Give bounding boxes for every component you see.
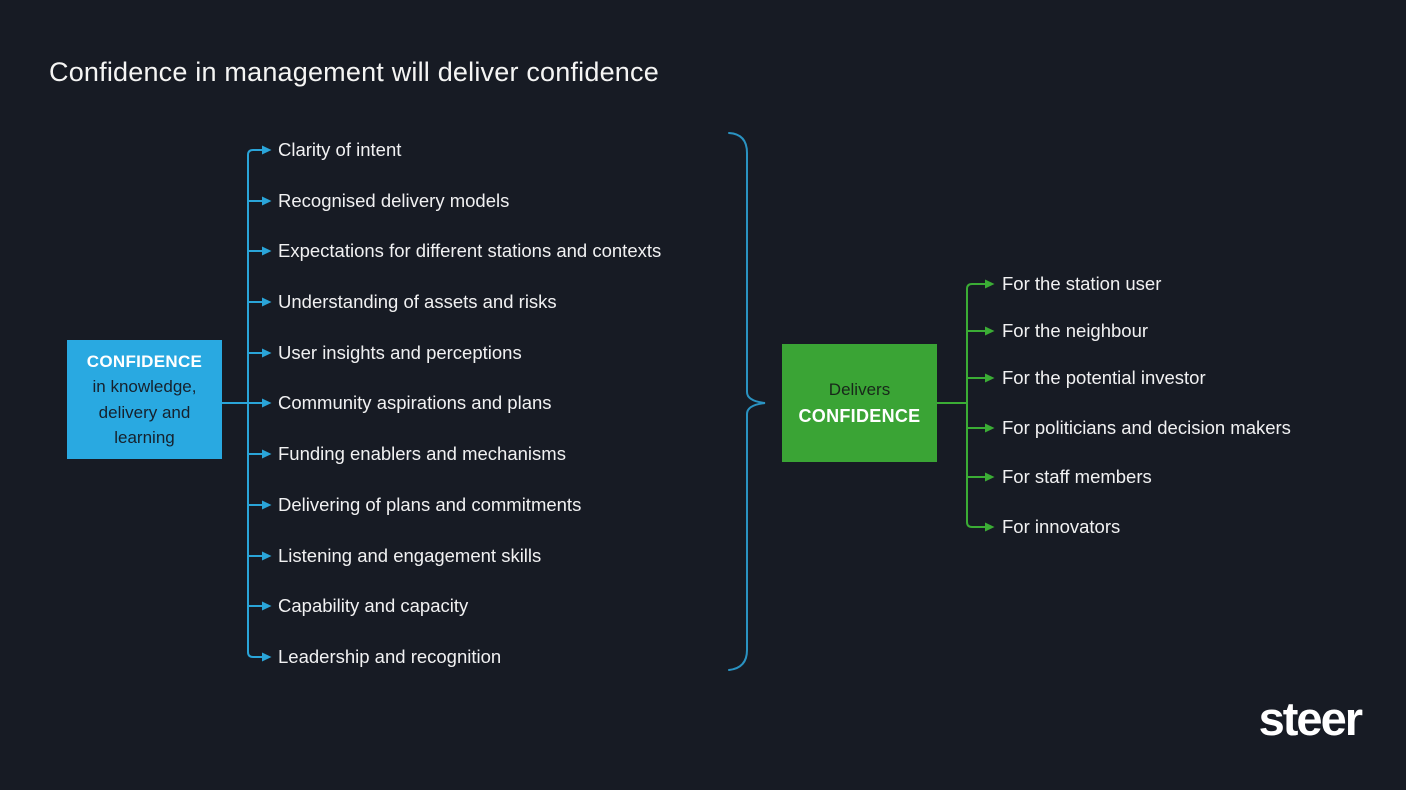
left-list-item: User insights and perceptions [278,341,522,363]
arrowhead-icon [985,472,995,482]
brace-icon [728,132,766,671]
left-list-item: Community aspirations and plans [278,391,552,413]
right-connector-tree [937,279,995,532]
arrowhead-icon [262,297,272,307]
left-list-item: Clarity of intent [278,138,402,160]
right-list-item: For staff members [1002,465,1152,487]
arrowhead-icon [262,246,272,256]
right-list-item: For the neighbour [1002,319,1149,341]
right-list-item: For the station user [1002,272,1162,294]
arrowhead-icon [262,398,272,408]
arrowhead-icon [262,348,272,358]
right-list-item: For the potential investor [1002,366,1206,388]
delivers-label: Delivers [828,380,891,399]
arrowhead-icon [262,601,272,611]
right-list-item: For politicians and decision makers [1002,416,1291,438]
delivers-confidence-box: Delivers CONFIDENCE [782,344,937,462]
arrowhead-icon [985,373,995,383]
arrowhead-icon [262,500,272,510]
slide-title: Confidence in management will deliver co… [49,57,659,87]
arrowhead-icon [262,196,272,206]
left-list-item: Funding enablers and mechanisms [278,442,566,464]
arrowhead-icon [262,551,272,561]
arrowhead-icon [262,145,272,155]
left-list-item: Recognised delivery models [278,189,510,211]
left-list-item: Capability and capacity [278,594,469,616]
steer-logo: steer [1258,692,1363,745]
right-spine-line [966,283,973,528]
right-list-item: For innovators [1002,515,1121,537]
delivers-confidence-heading: CONFIDENCE [798,406,921,426]
arrowhead-icon [262,652,272,662]
arrowhead-icon [985,326,995,336]
left-list-item: Delivering of plans and commitments [278,493,582,515]
arrowhead-icon [985,423,995,433]
confidence-source-box: CONFIDENCE in knowledge, delivery and le… [67,340,222,459]
left-list-item: Expectations for different stations and … [278,239,662,261]
left-list-item: Listening and engagement skills [278,544,542,566]
arrowhead-icon [262,449,272,459]
confidence-source-heading: CONFIDENCE [86,351,203,371]
left-connector-tree [222,145,272,662]
arrowhead-icon [985,522,995,532]
arrowhead-icon [985,279,995,289]
left-list-item: Leadership and recognition [278,645,502,667]
confidence-source-subtitle: in knowledge, delivery and learning [92,377,197,447]
left-list-item: Understanding of assets and risks [278,290,557,312]
